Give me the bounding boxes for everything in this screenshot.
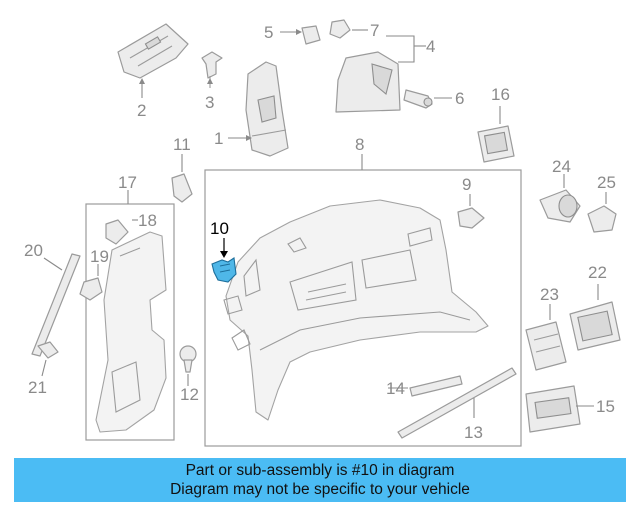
part-25-cap bbox=[587, 192, 617, 233]
part-10-bracket-highlighted bbox=[211, 238, 237, 283]
part-24-power-outlet bbox=[539, 174, 581, 223]
part-18-clip bbox=[105, 219, 138, 245]
part-15-badge bbox=[525, 385, 594, 433]
callout-20: 20 bbox=[24, 241, 43, 260]
callout-12: 12 bbox=[180, 385, 199, 404]
callout-3: 3 bbox=[205, 93, 214, 112]
callout-18: 18 bbox=[138, 211, 157, 230]
assembly-8-box bbox=[204, 169, 522, 447]
callout-5: 5 bbox=[264, 23, 273, 42]
part-14-strip bbox=[388, 375, 463, 397]
callout-10: 10 bbox=[210, 219, 229, 238]
callout-9: 9 bbox=[462, 175, 471, 194]
part-23-connector bbox=[525, 304, 567, 371]
callout-23: 23 bbox=[540, 285, 559, 304]
callout-17: 17 bbox=[118, 173, 137, 192]
part-2-handle bbox=[117, 23, 189, 98]
part-17-side-trim bbox=[95, 231, 167, 433]
part-22-switch bbox=[569, 284, 621, 351]
callout-16: 16 bbox=[491, 85, 510, 104]
callout-1: 1 bbox=[214, 129, 223, 148]
callout-7: 7 bbox=[370, 21, 379, 40]
callout-25: 25 bbox=[597, 173, 616, 192]
part-9-clip bbox=[457, 194, 485, 229]
callout-8: 8 bbox=[355, 135, 364, 154]
callout-4: 4 bbox=[426, 37, 435, 56]
part-13-sill-strip bbox=[397, 367, 517, 439]
part-4-trim-panel bbox=[335, 35, 426, 113]
callout-2: 2 bbox=[137, 101, 146, 120]
callout-14: 14 bbox=[386, 379, 405, 398]
part-21-clip bbox=[37, 341, 59, 377]
part-19-clip bbox=[79, 264, 103, 301]
part-6-bolt bbox=[403, 89, 452, 109]
callout-13: 13 bbox=[464, 423, 483, 442]
part-1-pillar-trim bbox=[228, 61, 289, 157]
caption-line-1: Part or sub-assembly is #10 in diagram bbox=[185, 462, 455, 479]
part-8-quarter-trim bbox=[223, 199, 489, 421]
callout-6: 6 bbox=[455, 89, 464, 108]
part-20-strip bbox=[31, 253, 81, 357]
callout-15: 15 bbox=[596, 397, 615, 416]
part-3-clip bbox=[201, 51, 223, 88]
caption-banner: Part or sub-assembly is #10 in diagram D… bbox=[14, 458, 626, 502]
callout-24: 24 bbox=[552, 157, 571, 176]
part-11-clip bbox=[171, 154, 193, 203]
callout-19: 19 bbox=[90, 247, 109, 266]
assembly-17-box bbox=[85, 203, 175, 441]
callout-11: 11 bbox=[173, 135, 191, 154]
caption-line-2: Diagram may not be specific to your vehi… bbox=[170, 481, 470, 498]
callout-21: 21 bbox=[28, 378, 47, 397]
part-16-switch bbox=[477, 106, 515, 163]
part-7-clip bbox=[329, 19, 368, 39]
callout-22: 22 bbox=[588, 263, 607, 282]
part-12-push-pin bbox=[179, 345, 197, 386]
part-5-clip bbox=[280, 25, 321, 45]
